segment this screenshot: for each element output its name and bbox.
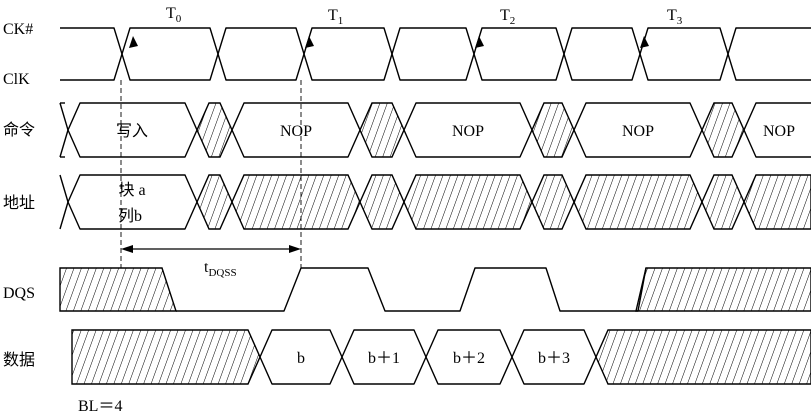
address-hatch	[231, 174, 361, 230]
data-beat-1: b＋1	[368, 350, 400, 367]
clk-waveform	[60, 27, 811, 81]
address-hatch	[531, 174, 575, 230]
clock-tick-t2: T2	[500, 7, 515, 27]
address-hatch	[359, 174, 405, 230]
clock-tick-t3: T3	[667, 7, 683, 27]
burst-length-label: BL＝4	[78, 398, 122, 415]
clk-edge-arrow	[640, 36, 649, 48]
tdqss-label: tDQSS	[204, 259, 237, 279]
clk-edge-arrow	[305, 36, 314, 48]
command-write: 写入	[116, 123, 148, 140]
signal-label-ck-hash: CK#	[3, 21, 33, 38]
command-bus: 写入 NOP NOP NOP NOP	[59, 102, 811, 158]
clock-tick-labels: T0 T1 T2 T3	[166, 5, 683, 27]
clock-tick-t0: T0	[166, 5, 182, 25]
signal-label-command: 命令	[3, 121, 35, 139]
arrow-head-left	[121, 245, 133, 253]
clock-tick-t1: T1	[328, 7, 343, 27]
data-bus: b b＋1 b＋2 b＋3	[71, 329, 811, 385]
signal-label-address: 地址	[3, 194, 35, 212]
dqs-signal	[59, 267, 811, 312]
command-hatch	[531, 102, 575, 158]
signal-label-data: 数据	[3, 351, 35, 369]
signal-label-dqs: DQS	[3, 285, 35, 302]
command-nop: NOP	[763, 123, 795, 140]
clk-edge-arrow	[129, 36, 138, 48]
command-hatch	[196, 102, 233, 158]
data-beat-3: b＋3	[538, 350, 570, 367]
address-block: 块 a	[118, 181, 145, 199]
signal-label-clk: ClK	[3, 71, 30, 88]
data-hatch-after	[595, 329, 811, 385]
address-column: 列b	[118, 207, 142, 225]
dqs-postamble-hatch	[635, 267, 811, 312]
clk-edge-markers	[129, 36, 649, 48]
clk-edge-arrow	[475, 36, 484, 48]
address-bus: 块 a 列b	[59, 174, 811, 230]
dqs-waveform	[176, 267, 647, 312]
command-nop: NOP	[280, 123, 312, 140]
address-hatch	[196, 174, 233, 230]
address-hatch	[701, 174, 745, 230]
command-nop: NOP	[622, 123, 654, 140]
arrow-head-right	[289, 245, 301, 253]
dqs-preamble-hatch	[59, 267, 177, 312]
ck-hash-waveform	[60, 27, 811, 81]
command-hatch	[701, 102, 745, 158]
address-hatch	[573, 174, 703, 230]
tdqss-timing: tDQSS	[120, 80, 302, 279]
command-nop: NOP	[452, 123, 484, 140]
address-hatch	[743, 174, 811, 230]
data-beat-0: b	[297, 350, 305, 367]
command-hatch	[359, 102, 405, 158]
address-hatch	[403, 174, 533, 230]
data-beat-2: b＋2	[453, 350, 485, 367]
data-hatch-before	[71, 329, 261, 385]
